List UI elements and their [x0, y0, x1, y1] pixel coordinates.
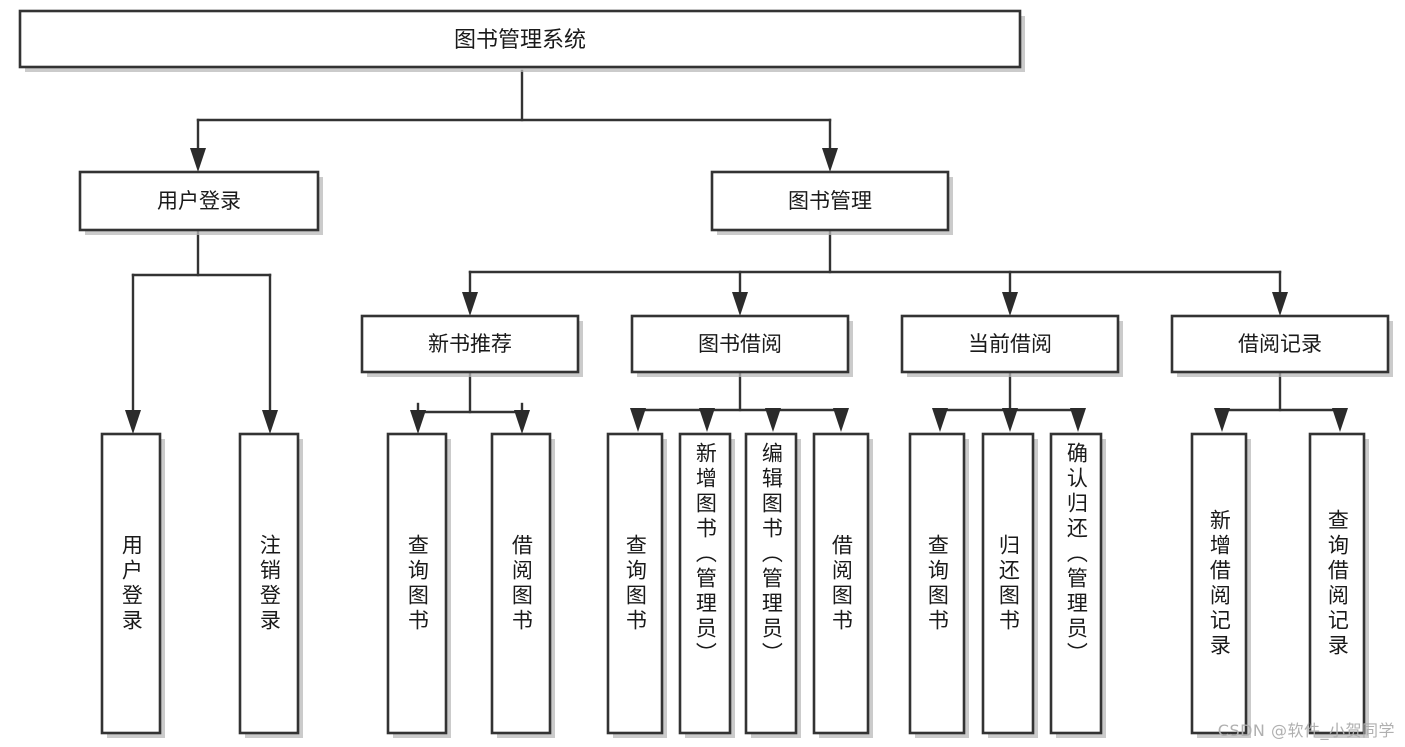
leaf-node-return-book[interactable]: [981, 432, 1038, 738]
node-box: [1049, 432, 1103, 735]
node-box: [744, 432, 798, 735]
arrowhead-leaf-borrow-book-1: [514, 410, 530, 434]
leaf-node-query-book-borrow[interactable]: [606, 432, 667, 738]
leaf-node-add-borrow-record[interactable]: [1190, 432, 1251, 738]
arrowhead-leaf-user-login: [125, 410, 141, 434]
node-label: 图书借阅: [698, 332, 782, 356]
node-current-borrow[interactable]: 当前借阅: [900, 314, 1123, 377]
node-box: [100, 432, 162, 735]
leaf-node-borrow-book-recommend[interactable]: [490, 432, 555, 738]
arrowhead-book-borrow: [732, 292, 748, 316]
node-box: [78, 170, 320, 232]
node-book-borrow[interactable]: 图书借阅: [630, 314, 853, 377]
arrowhead-leaf-edit-book: [765, 408, 781, 432]
leaf-node-query-book-recommend[interactable]: [386, 432, 451, 738]
node-box: [1308, 432, 1366, 735]
arrowhead-leaf-add-book: [699, 408, 715, 432]
node-box: [1190, 432, 1248, 735]
node-box: [678, 432, 732, 735]
node-box: [18, 9, 1022, 69]
node-label: 借阅记录: [1238, 332, 1322, 356]
arrowhead-borrow-record: [1272, 292, 1288, 316]
node-box: [386, 432, 448, 735]
arrowhead-leaf-confirm-return: [1070, 408, 1086, 432]
leaf-node-borrow-book-borrow[interactable]: [812, 432, 873, 738]
node-book-management[interactable]: 图书管理: [710, 170, 953, 235]
node-new-book-recommend[interactable]: 新书推荐: [360, 314, 583, 377]
arrowhead-leaf-query-record: [1332, 408, 1348, 432]
node-label: 图书管理系统: [454, 28, 586, 53]
leaf-node-confirm-return-admin[interactable]: [1049, 432, 1106, 738]
node-box: [900, 314, 1120, 374]
node-box: [710, 170, 950, 232]
arrowhead-leaf-add-record: [1214, 408, 1230, 432]
arrowhead-current-borrow: [1002, 292, 1018, 316]
leaf-node-query-borrow-record[interactable]: [1308, 432, 1369, 738]
arrowhead-leaf-query-book-2: [630, 408, 646, 432]
node-label: 用户登录: [157, 189, 241, 213]
arrowhead-leaf-query-book-3: [932, 408, 948, 432]
leaf-node-query-book-current[interactable]: [908, 432, 969, 738]
csdn-watermark: CSDN @软件_小贺同学: [1217, 721, 1395, 740]
node-box: [908, 432, 966, 735]
node-label: 当前借阅: [968, 332, 1052, 356]
node-book-management-system[interactable]: 图书管理系统: [18, 9, 1025, 72]
node-box: [238, 432, 300, 735]
arrowhead-book-manage: [822, 148, 838, 172]
node-box: [981, 432, 1035, 735]
leaf-node-user-login[interactable]: [100, 432, 165, 738]
arrowhead-new-book-recommend: [462, 292, 478, 316]
node-box: [1170, 314, 1390, 374]
node-borrow-record[interactable]: 借阅记录: [1170, 314, 1393, 377]
node-box: [360, 314, 580, 374]
node-label: 图书管理: [788, 189, 872, 213]
arrowhead-leaf-logout: [262, 410, 278, 434]
leaf-node-edit-book-admin[interactable]: [744, 432, 801, 738]
node-box: [490, 432, 552, 735]
node-label: 新书推荐: [428, 332, 512, 356]
node-box: [812, 432, 870, 735]
arrowhead-leaf-return-book: [1002, 408, 1018, 432]
leaf-node-logout[interactable]: [238, 432, 303, 738]
arrowhead-leaf-query-book-1: [410, 410, 426, 434]
arrowhead-leaf-borrow-book-2: [833, 408, 849, 432]
node-box: [606, 432, 664, 735]
arrowhead-user-login: [190, 148, 206, 172]
connector-layer: [125, 69, 1348, 434]
node-box: [630, 314, 850, 374]
leaf-node-add-book-admin[interactable]: [678, 432, 735, 738]
node-user-login[interactable]: 用户登录: [78, 170, 323, 235]
